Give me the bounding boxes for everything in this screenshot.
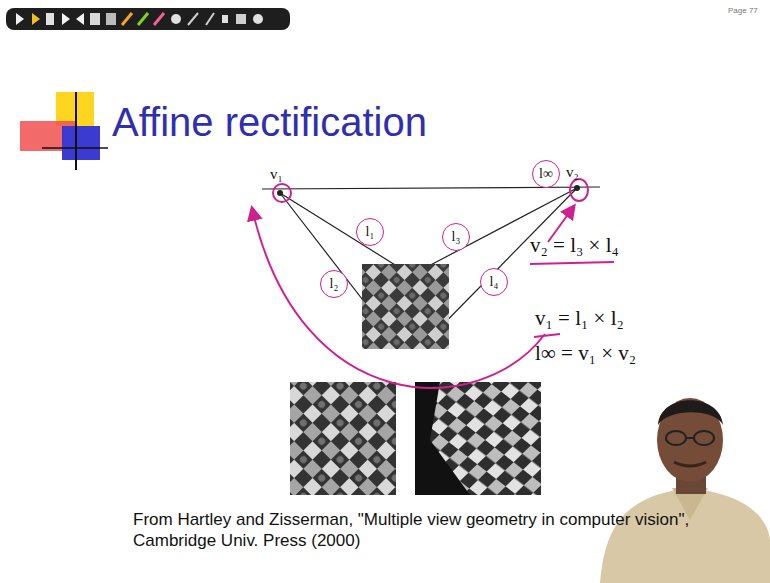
artwork-shape [415, 382, 541, 495]
circled-line-label: l₂ [320, 270, 348, 298]
line-label: l₄ [490, 274, 499, 290]
artwork-shape [62, 13, 70, 25]
artwork-shape [138, 13, 148, 25]
circled-line-label: l₄ [480, 268, 508, 296]
artwork-shape [76, 13, 84, 25]
artwork-shape [222, 15, 228, 23]
point-label: v₁ [270, 166, 283, 183]
artwork-shape [206, 13, 214, 25]
vanishing-point [574, 185, 580, 191]
artwork-shape [122, 13, 132, 25]
equation: l∞ = v₁ × v₂ [535, 341, 636, 366]
line-label: l∞ [539, 166, 553, 182]
circled-line-label: l₃ [442, 223, 470, 251]
artwork-shape [16, 13, 24, 25]
artwork-shape [188, 13, 198, 25]
slide-title: Affine rectification [112, 100, 427, 145]
artwork-shape [658, 400, 723, 425]
artwork-shape [106, 13, 116, 25]
line-label: l₃ [452, 229, 461, 245]
artwork-shape [6, 8, 290, 30]
artwork-shape [534, 334, 560, 337]
artwork-shape [46, 13, 54, 25]
artwork-shape [674, 462, 706, 466]
artwork-shape [657, 398, 723, 482]
circled-line-label: l₁ [356, 218, 384, 246]
artwork-shape [273, 184, 291, 202]
toolbar [6, 8, 290, 30]
artwork-shape [362, 264, 449, 349]
artwork-shape [694, 431, 714, 445]
artwork-shape [600, 488, 770, 583]
artwork-shape [666, 431, 686, 445]
artwork-shape [75, 92, 77, 170]
artwork-shape [42, 147, 108, 149]
artwork-shape [290, 382, 396, 495]
floor-photo [290, 264, 541, 495]
point-label: v₂ [566, 164, 579, 181]
source-citation: From Hartley and Zisserman, "Multiple vi… [133, 509, 693, 551]
equation: v₂ = l₃ × l₄ [530, 233, 619, 258]
artwork-shape [16, 13, 263, 25]
equation: v₁ = l₁ × l₂ [535, 306, 624, 331]
page-number: Page 77 [728, 6, 758, 15]
circled-line-label: l∞ [532, 160, 560, 188]
artwork-shape [252, 208, 545, 388]
title-decoration [20, 92, 108, 170]
artwork-shape [530, 262, 614, 264]
artwork-shape [90, 13, 100, 25]
artwork-shape [236, 14, 246, 24]
artwork-shape [430, 382, 541, 495]
line-label: l₁ [366, 224, 375, 240]
artwork-shape [686, 437, 694, 439]
artwork-shape [32, 13, 40, 25]
vanishing-point [277, 190, 283, 196]
line-label: l₂ [330, 276, 339, 292]
artwork-shape [171, 14, 181, 24]
lecturer-video [600, 398, 770, 583]
artwork-shape [253, 14, 263, 24]
artwork-shape [62, 126, 100, 160]
artwork-shape [570, 179, 588, 201]
artwork-shape [154, 13, 164, 25]
